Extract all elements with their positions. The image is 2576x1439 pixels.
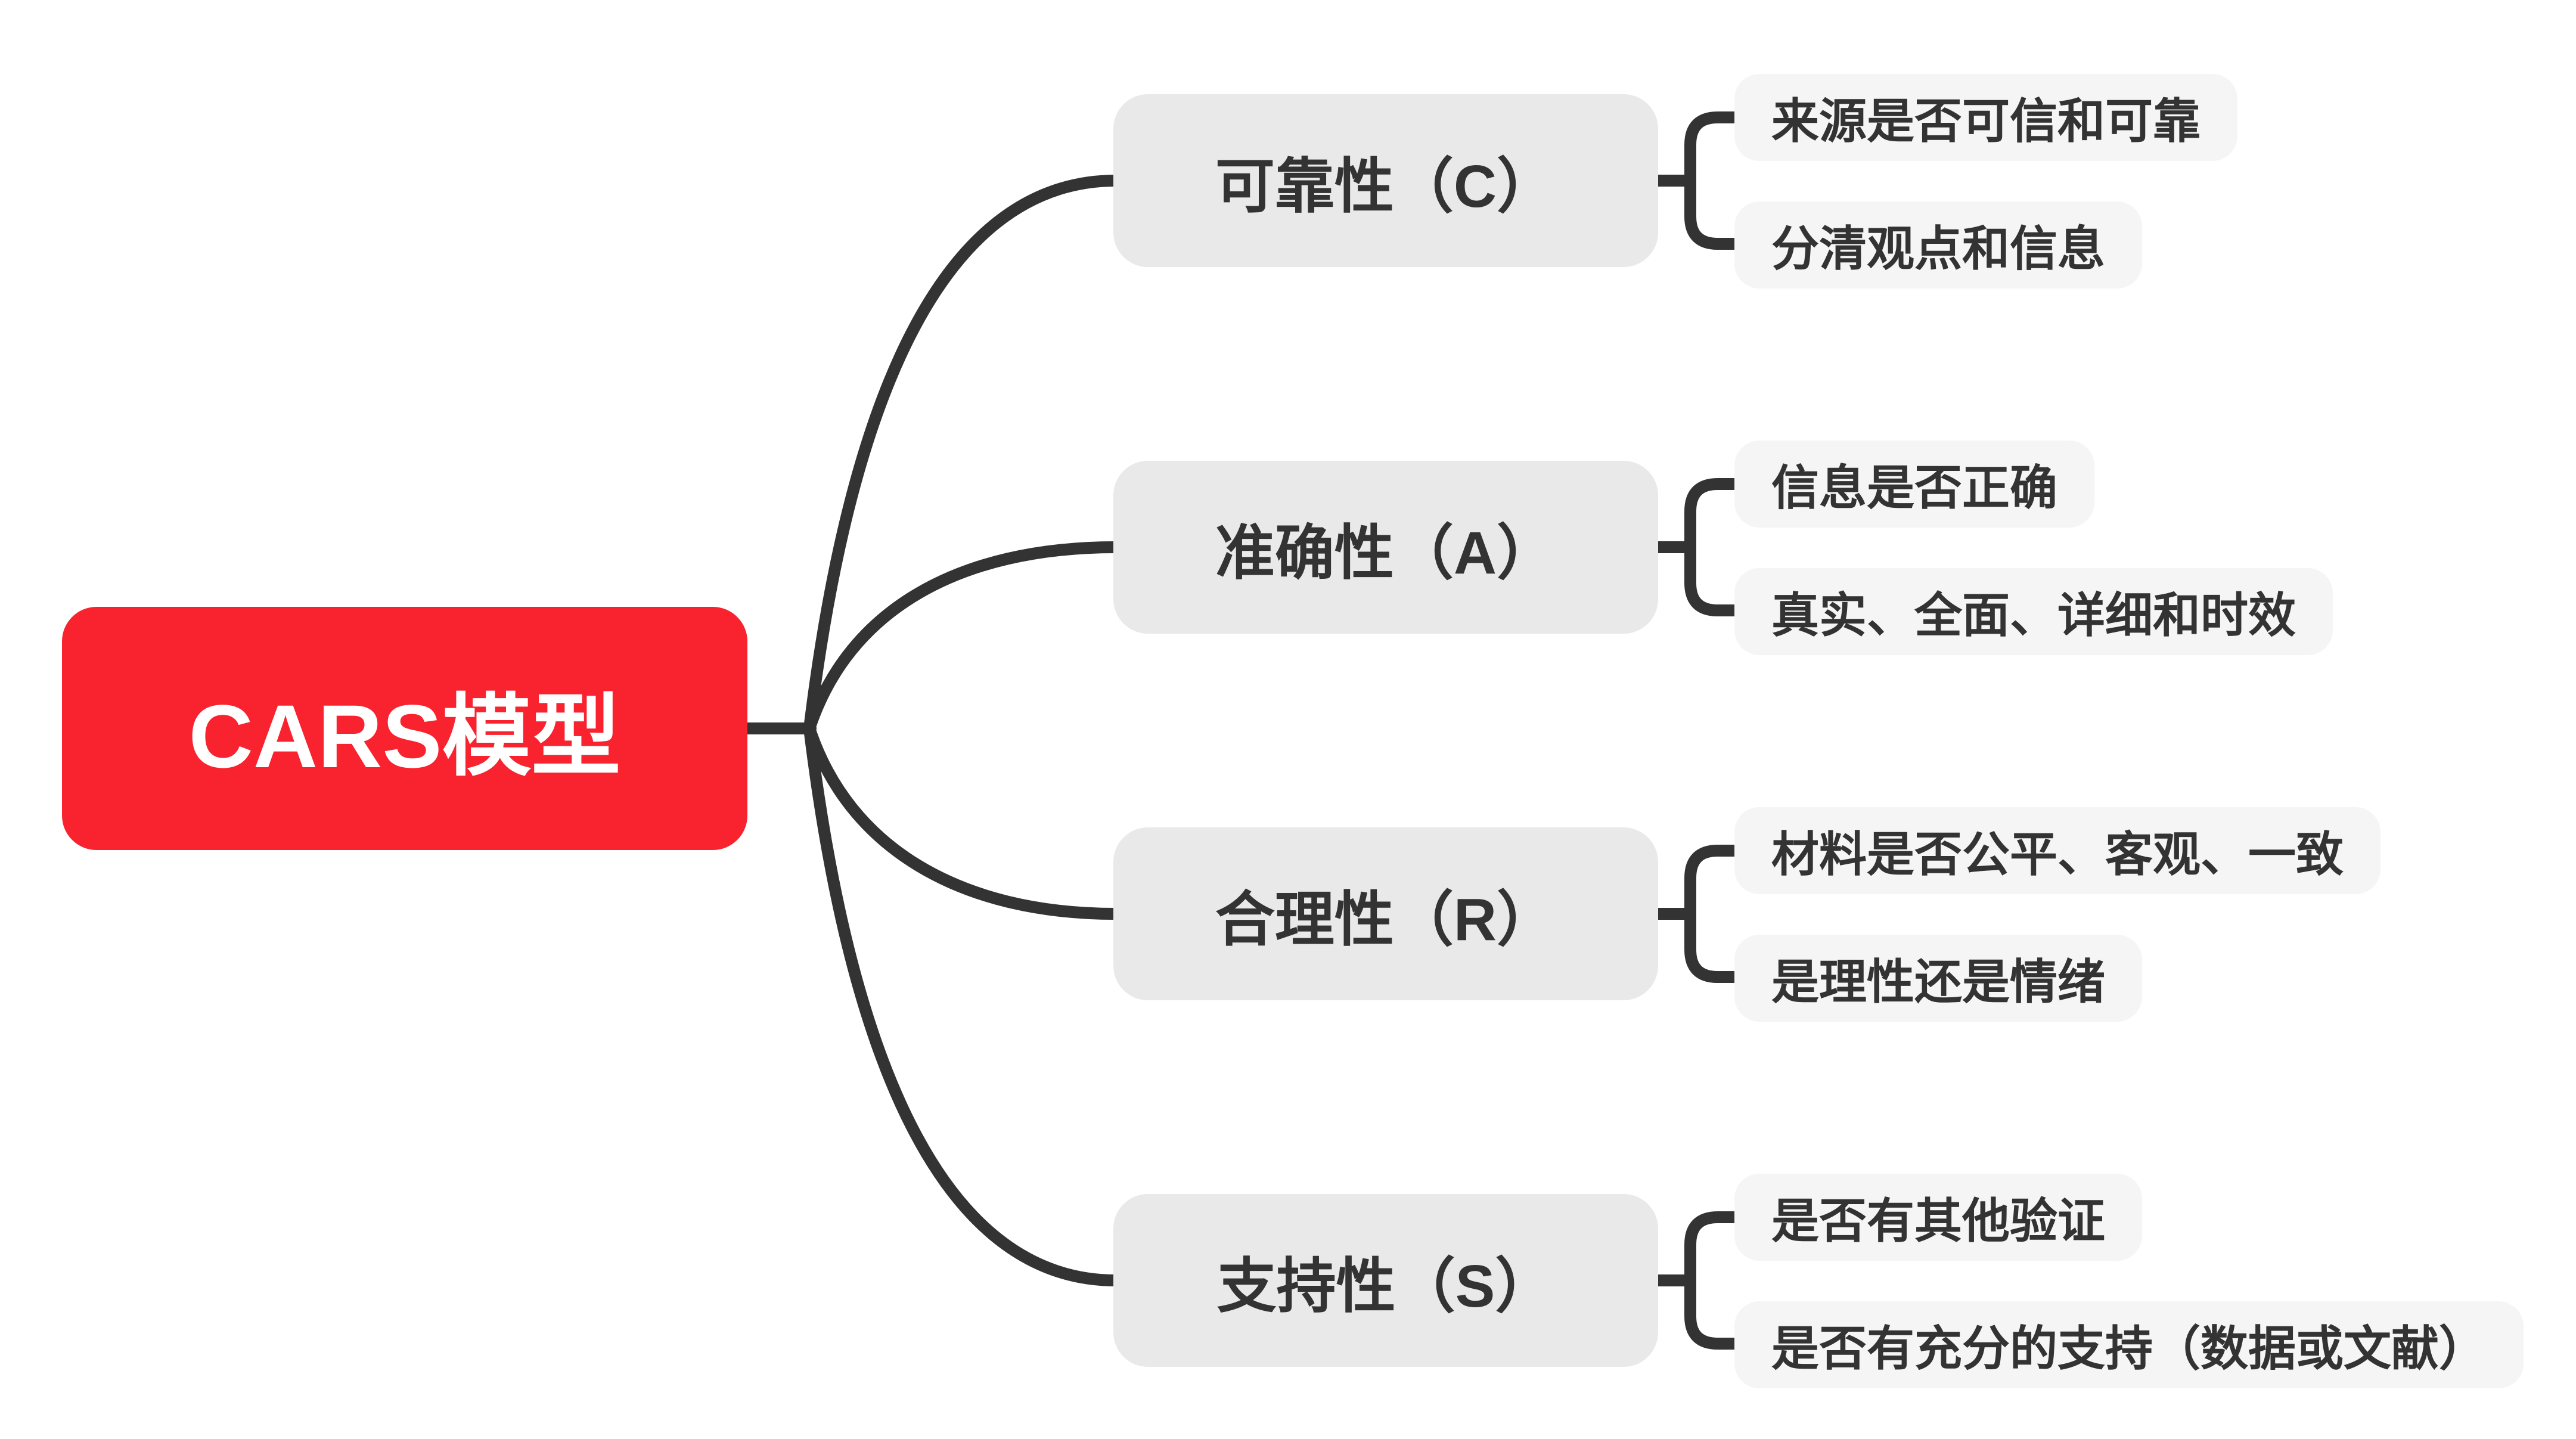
edge-branch-0-bracket	[1684, 111, 1744, 250]
leaf-node-label: 是理性还是情绪	[1771, 956, 2105, 1009]
leaf-node-label: 信息是否正确	[1771, 461, 2057, 514]
leaf-node-reasonableness-2[interactable]: 是理性还是情绪	[1734, 935, 2142, 1022]
leaf-node-label: 真实、全面、详细和时效	[1771, 589, 2296, 642]
edge-root-to-branch-2	[803, 722, 1122, 920]
edge-root-to-branch-0	[803, 175, 1122, 734]
edge-branch-3-bracket	[1684, 1211, 1744, 1350]
leaf-node-accuracy-2[interactable]: 真实、全面、详细和时效	[1734, 568, 2333, 655]
root-node[interactable]: CARS模型	[62, 607, 747, 850]
leaf-node-label: 是否有其他验证	[1771, 1195, 2105, 1248]
edge-root-to-branch-3	[803, 722, 1122, 1286]
leaf-node-support-2[interactable]: 是否有充分的支持（数据或文献）	[1734, 1301, 2524, 1388]
leaf-node-accuracy-1[interactable]: 信息是否正确	[1734, 441, 2094, 528]
branch-node-support[interactable]: 支持性（S）	[1113, 1194, 1658, 1367]
branch-node-label: 准确性（A）	[1215, 519, 1557, 587]
leaf-node-credibility-1[interactable]: 来源是否可信和可靠	[1734, 74, 2237, 161]
leaf-node-label: 材料是否公平、客观、一致	[1771, 828, 2344, 881]
leaf-node-reasonableness-1[interactable]: 材料是否公平、客观、一致	[1734, 807, 2381, 894]
leaf-node-label: 分清观点和信息	[1771, 222, 2105, 275]
edge-branch-2-bracket	[1684, 845, 1744, 983]
edge-branch-1-bracket	[1684, 478, 1744, 616]
branch-node-label: 合理性（R）	[1215, 886, 1557, 953]
branch-node-label: 支持性（S）	[1216, 1252, 1555, 1320]
leaf-node-label: 是否有充分的支持（数据或文献）	[1771, 1322, 2487, 1375]
leaf-node-credibility-2[interactable]: 分清观点和信息	[1734, 201, 2142, 289]
root-node-label: CARS模型	[188, 686, 621, 786]
leaf-node-support-1[interactable]: 是否有其他验证	[1734, 1174, 2142, 1261]
branch-node-reasonableness[interactable]: 合理性（R）	[1113, 827, 1658, 1000]
edge-root-to-branch-1	[803, 541, 1122, 734]
branch-node-credibility[interactable]: 可靠性（C）	[1113, 94, 1658, 267]
leaf-node-label: 来源是否可信和可靠	[1771, 95, 2201, 148]
branch-node-accuracy[interactable]: 准确性（A）	[1113, 461, 1658, 634]
branch-node-label: 可靠性（C）	[1215, 153, 1557, 220]
